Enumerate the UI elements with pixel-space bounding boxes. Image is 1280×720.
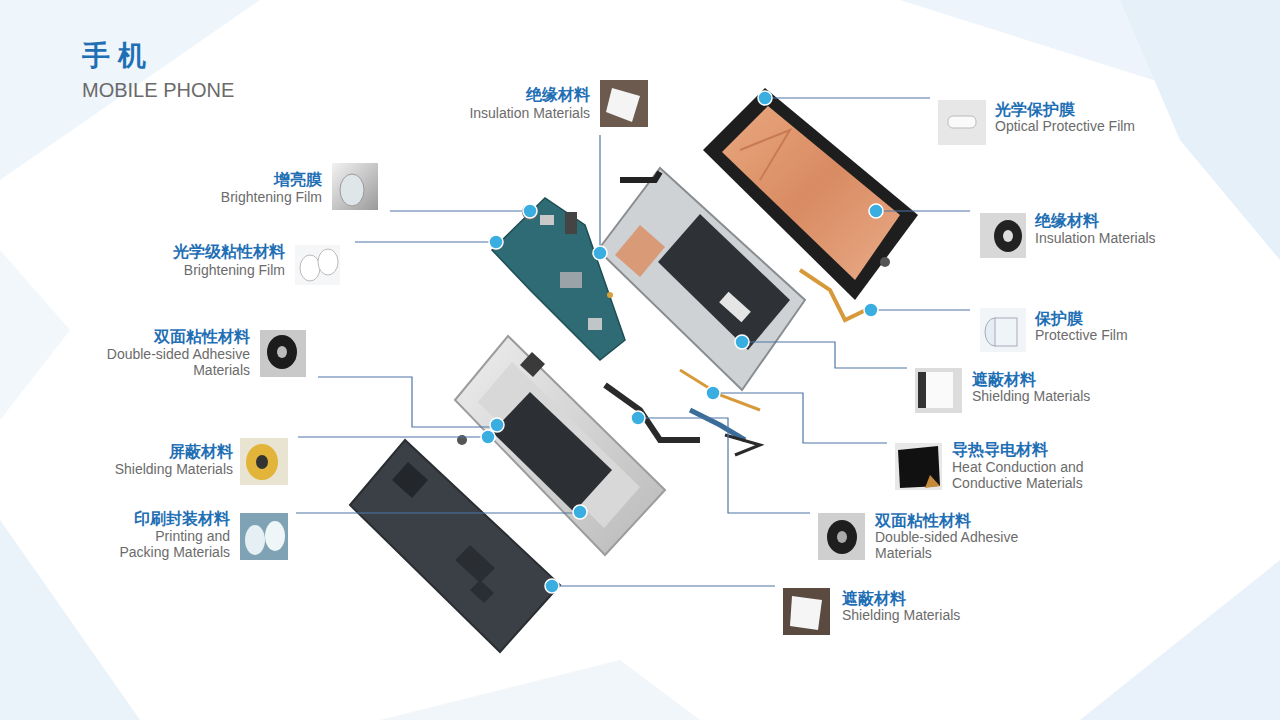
leader-lines [296,98,970,586]
material-name-en: Brightening Film [221,189,322,205]
material-name-en: Protective Film [1035,327,1128,343]
material-name-cn: 印刷封装材料 [134,509,230,528]
material-name-cn: 导热导电材料 [952,440,1048,459]
material-name-en: Shielding Materials [115,461,233,477]
material-name-en: Optical Protective Film [995,118,1135,134]
material-name-en: Shielding Materials [972,388,1090,404]
material-name-cn: 保护膜 [1035,309,1083,328]
material-name-cn: 绝缘材料 [1035,211,1099,230]
material-name-cn: 光学级粘性材料 [173,242,285,261]
material-name-en: Printing and Packing Materials [105,528,230,560]
callout-dots [481,91,883,593]
page-title: 手机 [82,40,154,72]
flex-cables [605,270,870,455]
frame-with-battery [455,336,665,555]
material-name-cn: 遮蔽材料 [842,589,906,608]
material-name-en: Double-sided Adhesive Materials [875,529,1050,561]
material-name-cn: 光学保护膜 [995,100,1075,119]
material-name-en: Shielding Materials [842,607,960,623]
material-name-en: Double-sided Adhesive Materials [75,346,250,378]
material-name-cn: 双面粘性材料 [875,511,971,530]
display-panel [703,88,918,300]
subtitle: MOBILE PHONE [82,78,234,102]
material-name-cn: 绝缘材料 [526,85,590,104]
material-name-cn: 屏蔽材料 [169,442,233,461]
material-name-en: Heat Conduction and Conductive Materials [952,459,1112,491]
material-name-cn: 双面粘性材料 [154,327,250,346]
material-name-cn: 增亮膜 [274,170,322,189]
circuit-board [492,198,625,360]
material-name-en: Insulation Materials [469,105,590,121]
material-name-en: Brightening Film [184,262,285,278]
material-name-en: Insulation Materials [1035,230,1156,246]
material-name-cn: 遮蔽材料 [972,370,1036,389]
